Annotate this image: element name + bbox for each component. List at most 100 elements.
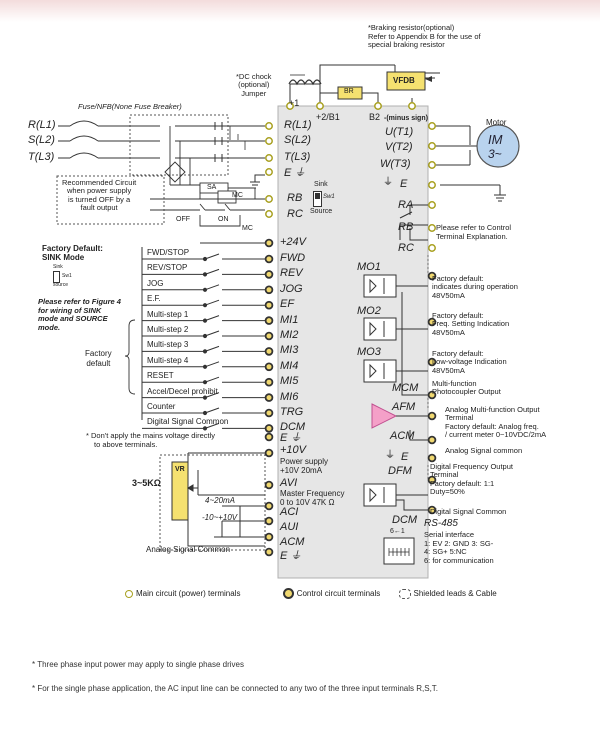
factory-default-line: default <box>86 358 111 368</box>
control-terminal-icon <box>264 362 274 372</box>
drive-s-terminal: S(L2) <box>284 134 311 146</box>
mo3-terminal: MO3 <box>357 346 381 358</box>
mc-label-2: MC <box>242 225 253 232</box>
shield-icon <box>398 588 411 599</box>
switch-contact-icon <box>202 395 208 400</box>
rs485-note-line: 6: for communication <box>424 555 494 565</box>
input-switch-line <box>142 422 265 429</box>
dc-choke-line: *DC chock <box>236 72 272 81</box>
input-switch-line <box>142 330 265 337</box>
switch-contact-icon <box>202 318 208 323</box>
input-terminal-label: MI6 <box>280 390 299 403</box>
mcm-terminal: MCM <box>392 382 419 394</box>
drive-e-terminal: E ⏚ <box>284 167 305 180</box>
rs485-note-line: 4: SG+ 5:NC <box>424 547 467 557</box>
photocoupler-mo3-icon <box>363 359 428 383</box>
afm-note-line: Analog Multi-function Output <box>445 405 540 414</box>
mo3-note-line: 48V50mA <box>432 365 465 375</box>
control-terminal-icon <box>264 316 274 325</box>
factory-default-label: Factory default <box>85 349 112 368</box>
mo2-note-line: Freq. Setting Indication <box>432 319 510 329</box>
rs485-note-line: 1: EV 2: GND 3: SG- <box>424 539 494 548</box>
mo1-note: Factory default: indicates during operat… <box>432 274 518 300</box>
control-terminal-icon <box>264 547 274 557</box>
mc-contacts <box>214 122 223 162</box>
input-function-label: Multi-step 1 <box>147 309 189 319</box>
input-terminal-label: MI1 <box>280 313 299 326</box>
br-label: BR <box>344 88 354 95</box>
mini-switch-sw1: Sw1 <box>62 272 72 279</box>
input-switch-line <box>142 407 265 414</box>
analog-shield-box <box>159 454 266 551</box>
factory-default-line: Factory <box>85 349 112 358</box>
recommended-circuit-line: when power supply <box>66 186 132 196</box>
figure4-note-line: for wiring of SINK <box>38 305 102 315</box>
control-terminal-icon <box>427 411 437 421</box>
mo1-note-line: 48V50mA <box>432 290 465 300</box>
main-terminal-icon <box>428 181 436 189</box>
legend: Main circuit (power) terminals Control c… <box>125 588 585 604</box>
rc-terminal: RC <box>287 208 303 220</box>
ground-icon <box>250 174 506 202</box>
control-terminal-icon <box>264 377 274 387</box>
ground-e-label: E <box>280 432 288 444</box>
dfm-note-line: Digital Frequency Output <box>430 462 513 471</box>
afm-note-line: Factory default: Analog freq. <box>445 421 539 431</box>
dfm-note-line: Duty=50% <box>430 487 465 497</box>
switch-contact-icon <box>202 287 208 292</box>
dc-terminal-plus2: +2/B1 <box>316 112 340 122</box>
master-frequency-line: Master Frequency <box>280 489 345 498</box>
rc2-terminal: RC <box>398 242 414 254</box>
input-terminal-label: MI5 <box>280 375 299 388</box>
main-terminal-icon <box>408 102 416 110</box>
control-terminal-icon <box>427 357 437 367</box>
switch-contact-icon <box>202 272 208 277</box>
afm-terminal: AFM <box>392 401 416 413</box>
mo2-note: Factory default: Freq. Setting Indicatio… <box>432 311 510 337</box>
rb2-terminal: RB <box>398 221 414 233</box>
input-function-label: RESET <box>147 371 174 381</box>
control-terminal-icon <box>264 300 274 310</box>
main-terminal-icon <box>265 137 273 145</box>
terminal-markers <box>264 102 437 557</box>
vfdb-box <box>386 71 426 91</box>
analog-input-wiring <box>187 452 265 547</box>
pot-wiper-icon <box>187 484 198 492</box>
main-terminal-icon <box>265 195 273 203</box>
figure4-note-line: Please refer to Figure 4 <box>38 297 121 306</box>
ground-icon: ⏚ <box>290 550 302 562</box>
control-terminal-icon <box>264 393 274 402</box>
vfdb-label: VFDB <box>393 76 415 85</box>
analog-common-label: Analog Signal Common <box>146 545 231 554</box>
rs485-label: RS-485 <box>424 518 458 529</box>
dc-terminal-plus1: +1 <box>289 98 300 108</box>
mc-label: MC <box>232 192 243 199</box>
fuse-label: Fuse/NFB(None Fuse Breaker) <box>78 102 182 111</box>
pot-icon <box>171 461 189 521</box>
afm-note-line: / current meter 0~10VDC/2mA <box>445 430 547 440</box>
recommended-circuit-line: fault output <box>80 203 118 213</box>
input-t: T(L3) <box>28 151 55 163</box>
mo1-note-line: Factory default: <box>432 274 484 283</box>
input-switch-line <box>142 361 265 368</box>
factory-default-sink-line: Factory Default: <box>42 244 103 253</box>
master-frequency-note: Master Frequency 0 to 10V 47K Ω <box>280 489 345 508</box>
switch-contact-icon <box>202 426 208 431</box>
mo3-note-line: Low-voltage Indication <box>432 357 507 367</box>
output-e-terminal: E <box>400 178 408 190</box>
vfdb-arrow-icon <box>425 76 432 82</box>
control-terminal-icon <box>264 238 274 248</box>
input-function-label: JOG <box>147 278 164 288</box>
power-supply-line: Power supply <box>280 457 329 466</box>
factory-default-brace <box>124 319 136 395</box>
switch-contact-icon <box>202 364 208 369</box>
afm-amplifier-icon <box>371 403 398 429</box>
ground-e-terminal: E ⏚ <box>280 432 301 445</box>
control-terminal-icon <box>427 505 437 515</box>
control-terminal-icon <box>264 432 274 442</box>
rs485-pins: 6←1 <box>390 528 405 535</box>
main-terminal-icon <box>286 102 294 110</box>
input-function-label: E.F. <box>147 294 161 304</box>
factory-default-sink-line: SINK Mode <box>42 253 85 263</box>
dc-terminal-b2: B2 <box>369 112 381 122</box>
